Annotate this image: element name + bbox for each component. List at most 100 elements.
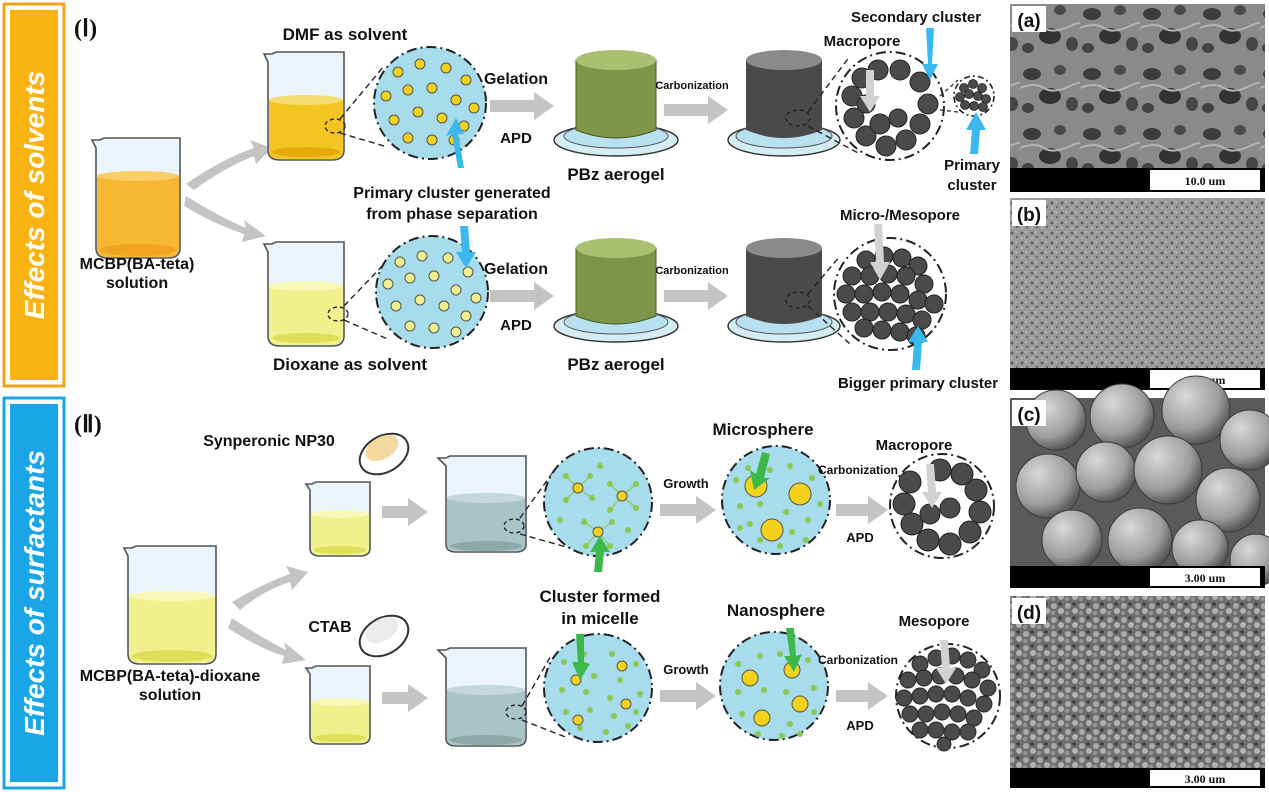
np30-mixed-beaker xyxy=(436,455,527,553)
dmf-beaker xyxy=(262,51,346,161)
np30-beaker xyxy=(304,481,371,557)
carbon-aerogel-top xyxy=(727,50,841,157)
bigger-cluster-label: Bigger primary cluster xyxy=(838,375,998,392)
phase-sep-label-1: Primary cluster generated xyxy=(353,185,550,202)
micro-meso-circle xyxy=(833,237,947,351)
blue-arrow xyxy=(966,112,986,154)
source-label-surfactant-2: solution xyxy=(139,687,201,704)
green-arrow xyxy=(750,452,770,490)
macropore-label: Macropore xyxy=(824,33,901,50)
primary-cluster-label-2: cluster xyxy=(947,177,996,194)
carbonization-label-ii-top: Carbonization xyxy=(818,463,898,477)
zoom-line xyxy=(521,719,569,739)
zoom-line xyxy=(519,533,571,549)
aerogel-label-top: PBz aerogel xyxy=(567,165,664,184)
zoom-line xyxy=(807,55,851,113)
sem-panel-a: 10.0 um (a) xyxy=(1010,4,1265,192)
zoom-line xyxy=(343,319,391,341)
mix-arrow-bottom xyxy=(382,684,428,712)
macropore-circle-top xyxy=(835,51,945,161)
zoom-line xyxy=(521,653,553,707)
dioxane-beaker xyxy=(262,241,349,347)
mesopore-label: Mesopore xyxy=(899,613,970,630)
zoom-line xyxy=(339,132,385,147)
apd-label-ii-top: APD xyxy=(846,530,873,545)
growth-arrow-bottom xyxy=(660,682,716,710)
np30-label: Synperonic NP30 xyxy=(203,433,335,450)
ctab-mixed-beaker xyxy=(436,647,527,747)
source-label-surfactant-1: MCBP(BA-teta)-dioxane xyxy=(80,668,261,685)
source-label-solvent-2: solution xyxy=(106,275,168,292)
carbon-aerogel-bottom xyxy=(727,238,841,343)
gelation-arrow-top xyxy=(490,92,554,120)
micro-meso-label: Micro-/Mesopore xyxy=(840,207,960,224)
carbonization-label-bottom: Carbonization xyxy=(655,265,729,277)
sem-c-label: (c) xyxy=(1017,405,1040,426)
blue-arrow xyxy=(456,226,476,268)
blue-arrow xyxy=(908,326,928,370)
sem-a-scale: 10.0 um xyxy=(1185,174,1226,188)
mesopore-circle xyxy=(895,643,1001,752)
sem-b-label: (b) xyxy=(1017,205,1041,226)
solvents-side-banner: Effects of solvents xyxy=(2,2,66,388)
grey-arrow xyxy=(922,464,942,508)
carbonization-label-ii-bottom: Carbonization xyxy=(818,653,898,667)
ctab-dish xyxy=(358,614,410,658)
blue-arrow xyxy=(922,28,938,80)
dioxane-zoom-circle xyxy=(375,235,489,349)
apd-label-top: APD xyxy=(500,130,532,147)
sem-d-label: (d) xyxy=(1017,603,1041,624)
secondary-cluster-label: Secondary cluster xyxy=(851,9,981,26)
np30-dish xyxy=(358,432,410,476)
split-arrow-up-2 xyxy=(232,566,308,610)
carbonization-arrow-ii-top xyxy=(836,496,888,524)
pbz-aerogel-top xyxy=(553,50,679,157)
surfactants-side-label: Effects of surfactants xyxy=(19,450,50,736)
zoom-line xyxy=(339,65,385,120)
dioxane-label: Dioxane as solvent xyxy=(273,355,427,374)
macropore-label-ii: Macropore xyxy=(876,437,953,454)
solvents-side-label: Effects of solvents xyxy=(19,71,50,319)
section-ii-label: (Ⅱ) xyxy=(74,412,102,438)
micelle-label-1: Cluster formed xyxy=(540,587,661,606)
section-i-label: (Ⅰ) xyxy=(74,16,97,42)
split-arrow-down xyxy=(184,196,266,242)
source-beaker-surfactant xyxy=(122,545,217,665)
aerogel-label-bottom: PBz aerogel xyxy=(567,355,664,374)
sem-a-label: (a) xyxy=(1017,11,1040,32)
micelle-circle-bottom xyxy=(543,633,653,743)
growth-arrow-top xyxy=(660,496,716,524)
dmf-zoom-circle xyxy=(373,46,487,160)
ctab-beaker xyxy=(304,665,371,745)
micelle-label-2: in micelle xyxy=(561,609,638,628)
source-beaker-solvent xyxy=(90,137,181,259)
carbonization-label-top: Carbonization xyxy=(655,80,729,92)
source-label-solvent-1: MCBP(BA-teta) xyxy=(80,256,195,273)
sem-panel-c: 3.00 um (c) xyxy=(1010,375,1269,588)
primary-cluster-small xyxy=(953,75,995,117)
green-arrow xyxy=(590,536,610,572)
pbz-aerogel-bottom xyxy=(553,238,679,343)
ctab-label: CTAB xyxy=(308,619,351,636)
gelation-label-bottom: Gelation xyxy=(484,261,548,278)
carbonization-arrow-top xyxy=(664,96,728,124)
blue-arrow xyxy=(446,118,464,168)
mix-arrow-top xyxy=(382,498,428,526)
gelation-arrow-bottom xyxy=(490,282,554,310)
sem-panel-b: 10.0 um (b) xyxy=(1010,198,1265,390)
carbonization-arrow-bottom xyxy=(664,282,728,310)
microsphere-circle xyxy=(721,445,831,555)
zoom-line xyxy=(343,261,387,307)
phase-sep-label-2: from phase separation xyxy=(366,206,538,223)
primary-cluster-label-1: Primary xyxy=(944,157,1001,174)
zoom-line xyxy=(939,109,959,113)
apd-label-bottom: APD xyxy=(500,317,532,334)
green-arrow xyxy=(572,634,590,680)
grey-arrow xyxy=(860,70,880,112)
grey-arrow xyxy=(936,640,956,684)
apd-label-ii-bottom: APD xyxy=(846,718,873,733)
microsphere-label: Microsphere xyxy=(712,420,813,439)
sem-c-scale: 3.00 um xyxy=(1185,571,1226,585)
macropore-circle-ii xyxy=(889,453,995,559)
